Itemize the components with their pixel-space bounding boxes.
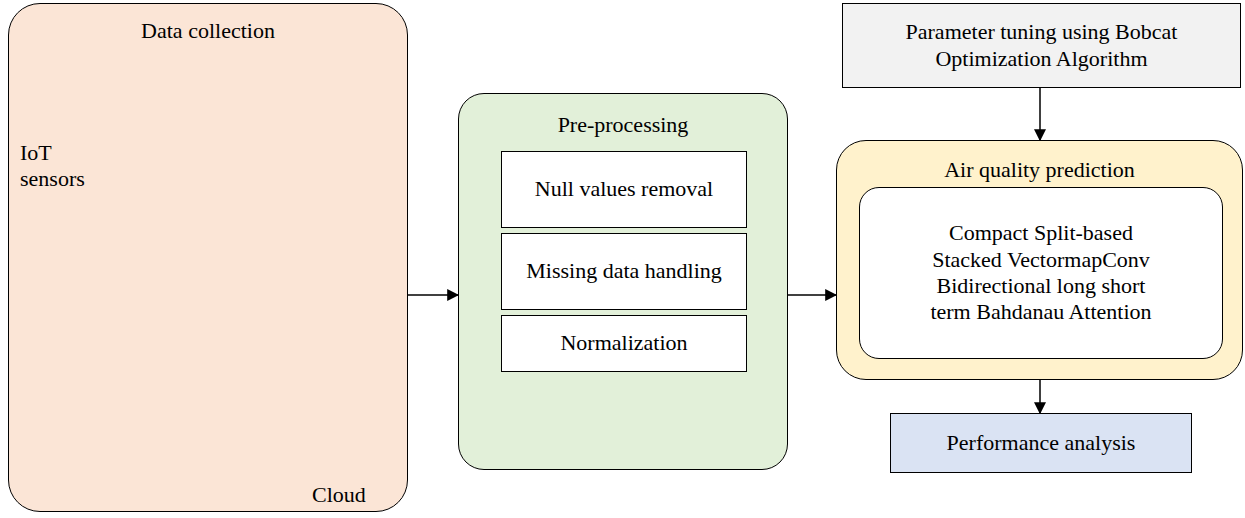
panel-heading: Air quality prediction: [837, 157, 1242, 183]
box-label: Compact Split-based Stacked VectormapCon…: [915, 220, 1167, 326]
flow-arrow: [408, 294, 458, 296]
tuning-box: Parameter tuning using Bobcat Optimizati…: [842, 3, 1241, 88]
flow-arrow: [1039, 88, 1041, 140]
result-box: Performance analysis: [890, 413, 1192, 473]
cloud-label: Cloud: [312, 482, 392, 508]
panel-heading: Pre-processing: [459, 112, 787, 138]
flow-arrow: [1039, 380, 1041, 413]
box-label: Parameter tuning using Bobcat Optimizati…: [852, 19, 1232, 72]
prediction-panel: Air quality predictionCompact Split-base…: [836, 140, 1243, 380]
box-label: Performance analysis: [947, 430, 1136, 456]
sensor-label: IoT sensors: [20, 140, 110, 193]
process-box: Missing data handling: [501, 233, 747, 310]
preprocessing-panel: Pre-processingNull values removalMissing…: [458, 93, 788, 470]
process-box: Null values removal: [501, 151, 747, 228]
model-box: Compact Split-based Stacked VectormapCon…: [859, 187, 1223, 359]
process-box: Normalization: [501, 315, 747, 372]
box-label: Normalization: [560, 330, 687, 356]
panel-heading: Data collection: [9, 18, 407, 44]
box-label: Missing data handling: [526, 258, 722, 284]
box-label: Null values removal: [535, 176, 713, 202]
flow-arrow: [788, 294, 836, 296]
collection-panel: Data collection: [8, 3, 408, 512]
